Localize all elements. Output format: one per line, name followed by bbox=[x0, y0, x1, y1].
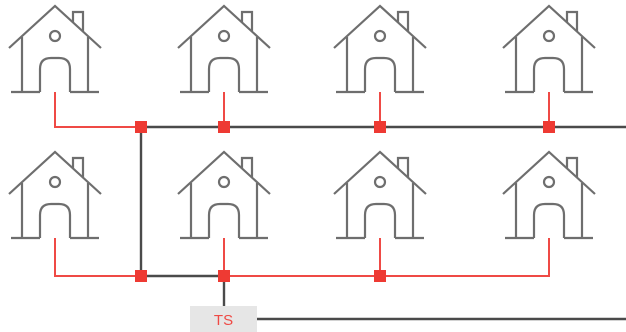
junction-node bbox=[135, 270, 147, 282]
house-icon bbox=[176, 150, 272, 240]
junction-node bbox=[374, 270, 386, 282]
junction-nodes bbox=[135, 121, 555, 282]
house-icon bbox=[501, 4, 597, 94]
junction-node bbox=[543, 121, 555, 133]
service-line-row2-house1 bbox=[54, 238, 141, 277]
junction-node bbox=[374, 121, 386, 133]
transformer-station-label: TS bbox=[214, 312, 233, 329]
transformer-station-box bbox=[190, 306, 257, 332]
service-lines bbox=[54, 92, 550, 277]
junction-node bbox=[218, 270, 230, 282]
junction-node bbox=[135, 121, 147, 133]
house-icon bbox=[332, 150, 428, 240]
house-icon bbox=[501, 150, 597, 240]
junction-node bbox=[218, 121, 230, 133]
house-icon bbox=[7, 4, 103, 94]
houses bbox=[7, 4, 597, 240]
house-icon bbox=[176, 4, 272, 94]
transformer-station: TS bbox=[190, 306, 257, 332]
house-icon bbox=[332, 4, 428, 94]
service-line-row2-house3-4 bbox=[224, 238, 550, 277]
service-line-row1-house1 bbox=[54, 92, 141, 128]
house-icon bbox=[7, 150, 103, 240]
